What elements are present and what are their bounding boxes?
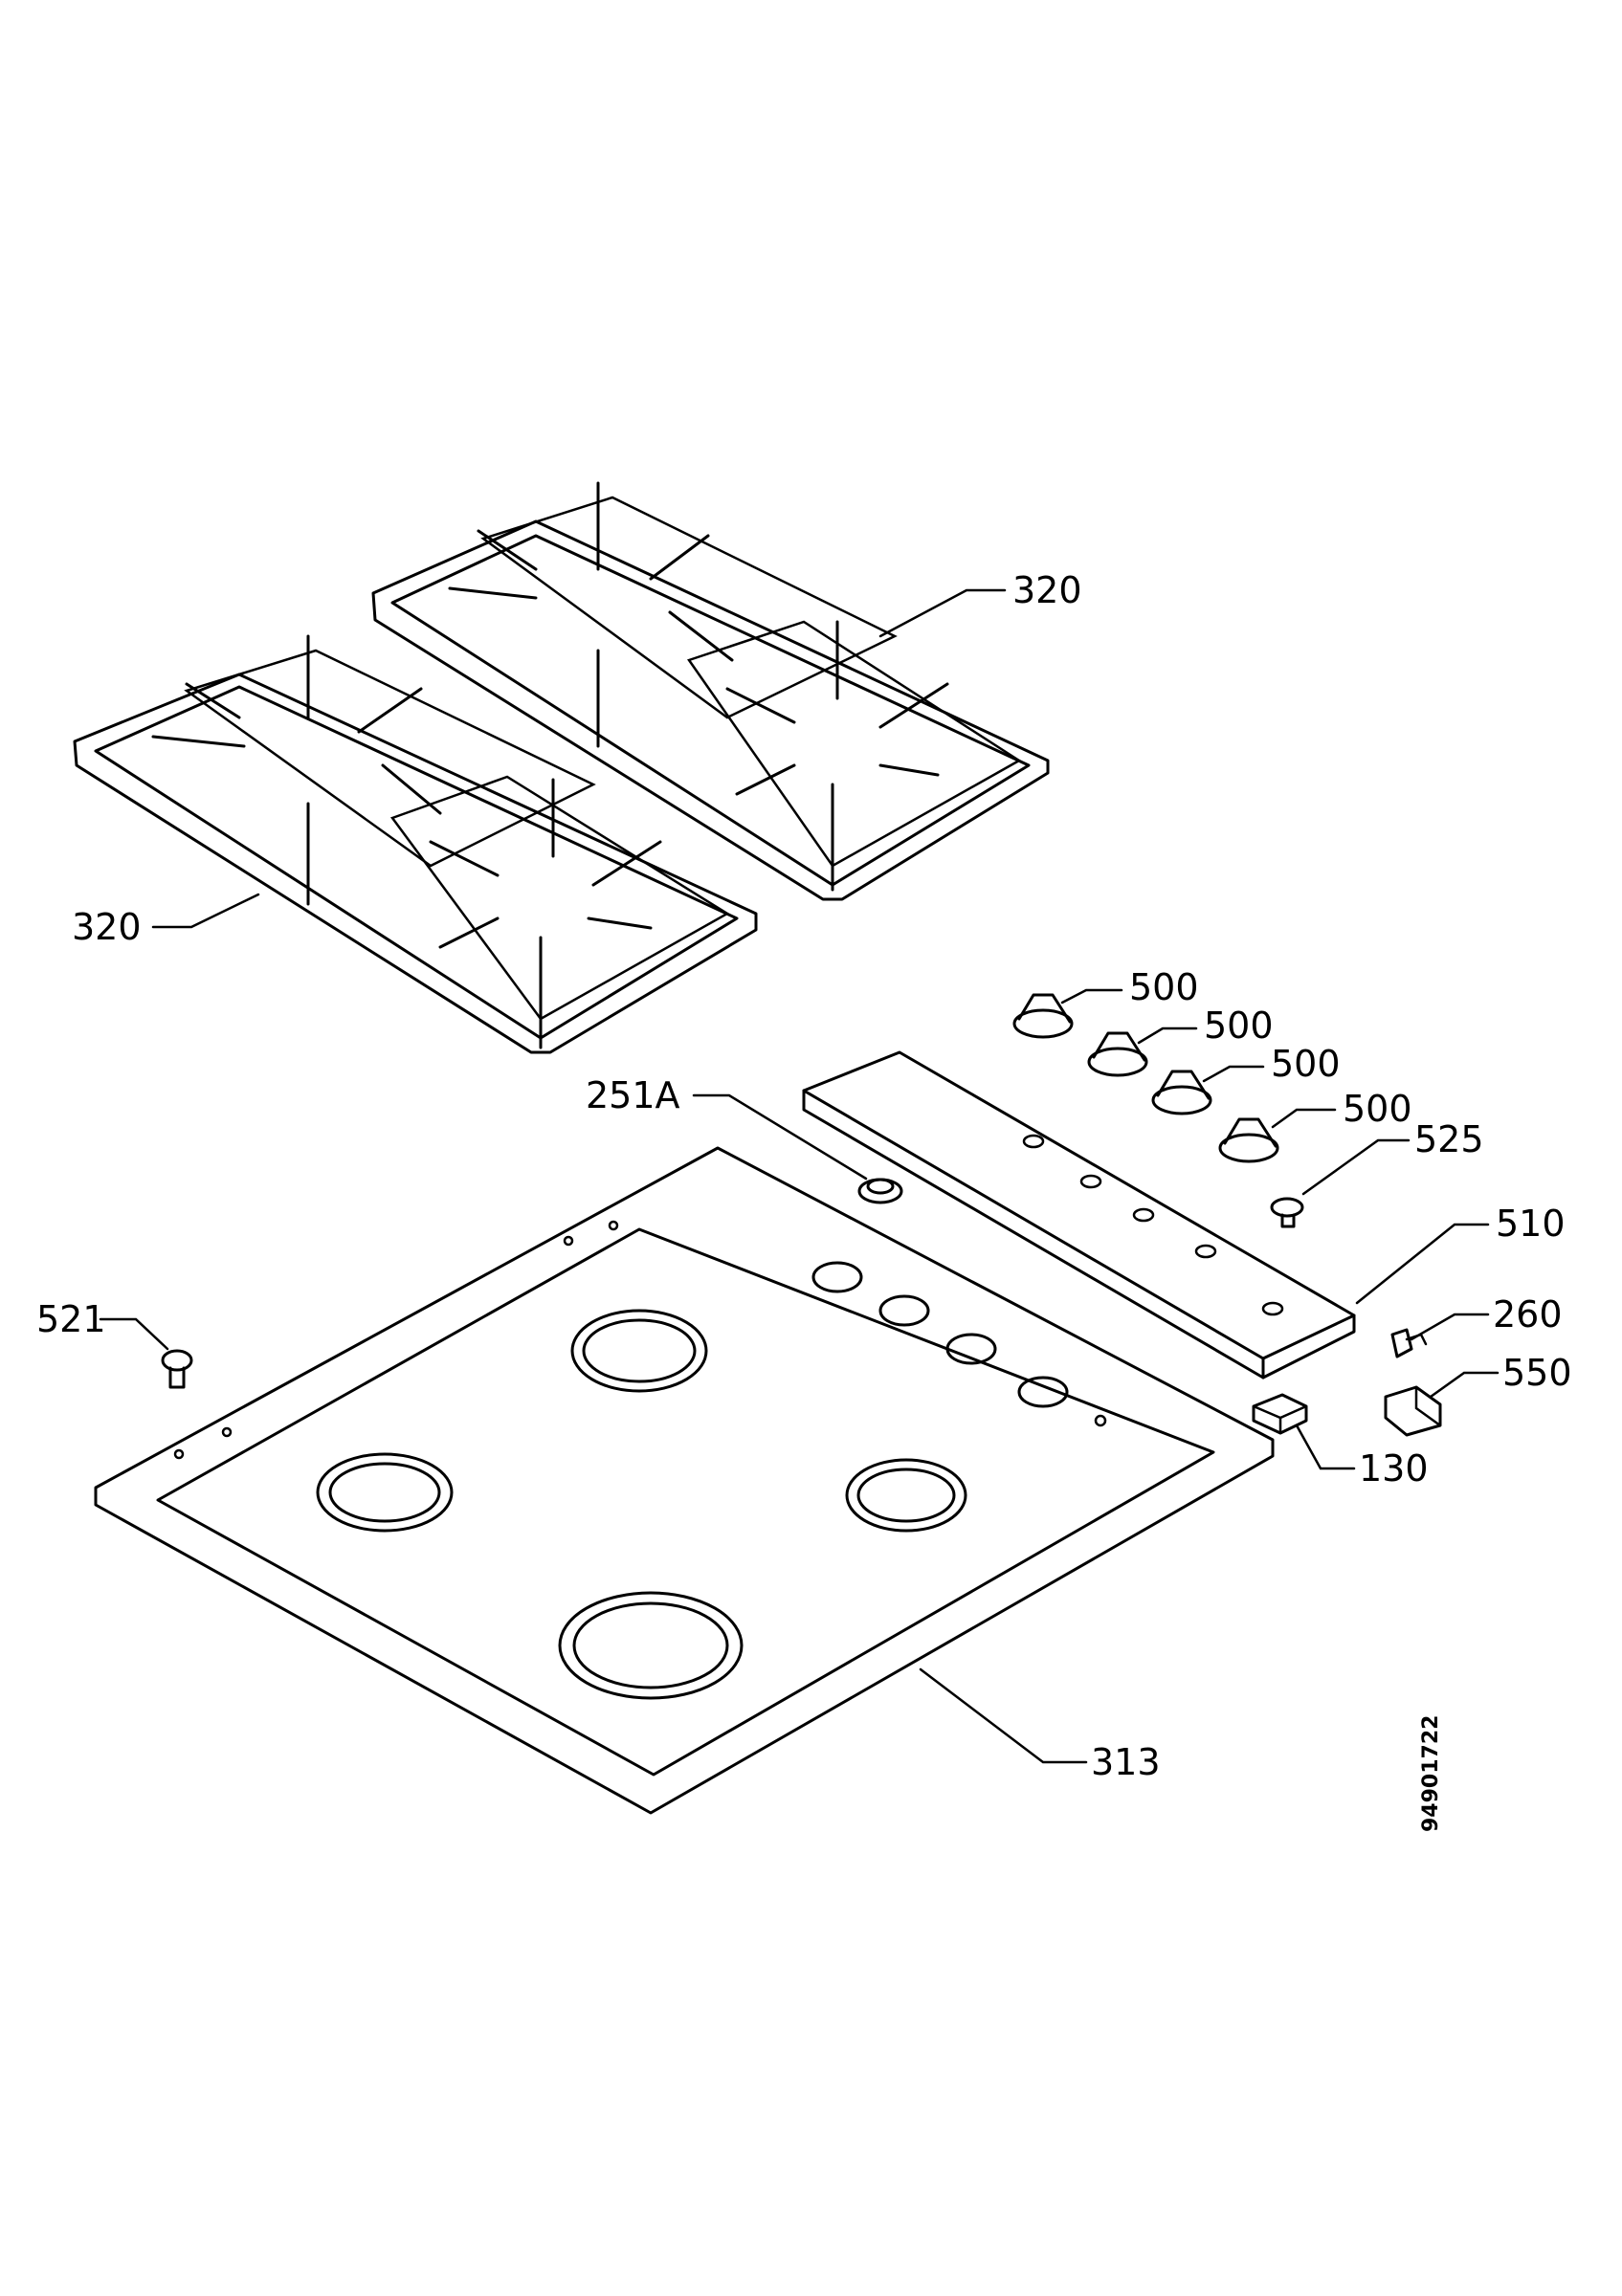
burner-ring-left xyxy=(316,1452,454,1533)
leader-lines xyxy=(99,588,1500,1764)
pan-support-right xyxy=(371,481,1050,901)
label-313: 313 xyxy=(1091,1741,1161,1783)
label-260: 260 xyxy=(1493,1293,1563,1336)
nozzle-251a xyxy=(857,1178,903,1204)
label-320-right: 320 xyxy=(1012,569,1082,611)
label-130: 130 xyxy=(1359,1447,1429,1490)
label-500-1: 500 xyxy=(1129,966,1199,1008)
label-550: 550 xyxy=(1502,1352,1572,1394)
screw-521 xyxy=(161,1349,193,1389)
pan-support-left xyxy=(73,634,758,1054)
label-510: 510 xyxy=(1496,1203,1566,1245)
control-knob-4 xyxy=(1218,1117,1279,1163)
label-521: 521 xyxy=(36,1298,106,1340)
bracket-130 xyxy=(1252,1393,1308,1435)
control-knob-3 xyxy=(1151,1070,1212,1115)
push-button-525 xyxy=(1270,1197,1304,1228)
label-320-left: 320 xyxy=(72,906,142,948)
switch-550 xyxy=(1384,1385,1442,1437)
label-500-3: 500 xyxy=(1271,1043,1341,1085)
control-panel-strip xyxy=(802,1050,1356,1380)
burner-ring-rear xyxy=(570,1309,708,1393)
label-500-4: 500 xyxy=(1343,1088,1412,1130)
label-525: 525 xyxy=(1414,1118,1484,1160)
hob-top-plate xyxy=(94,1146,1275,1815)
label-251a: 251A xyxy=(586,1074,680,1116)
document-id: 94901722 xyxy=(1419,1715,1443,1832)
burner-ring-right xyxy=(845,1458,967,1533)
burner-ring-front xyxy=(558,1591,744,1700)
label-500-2: 500 xyxy=(1204,1004,1274,1047)
control-knob-2 xyxy=(1087,1031,1148,1077)
control-knob-1 xyxy=(1012,993,1074,1039)
